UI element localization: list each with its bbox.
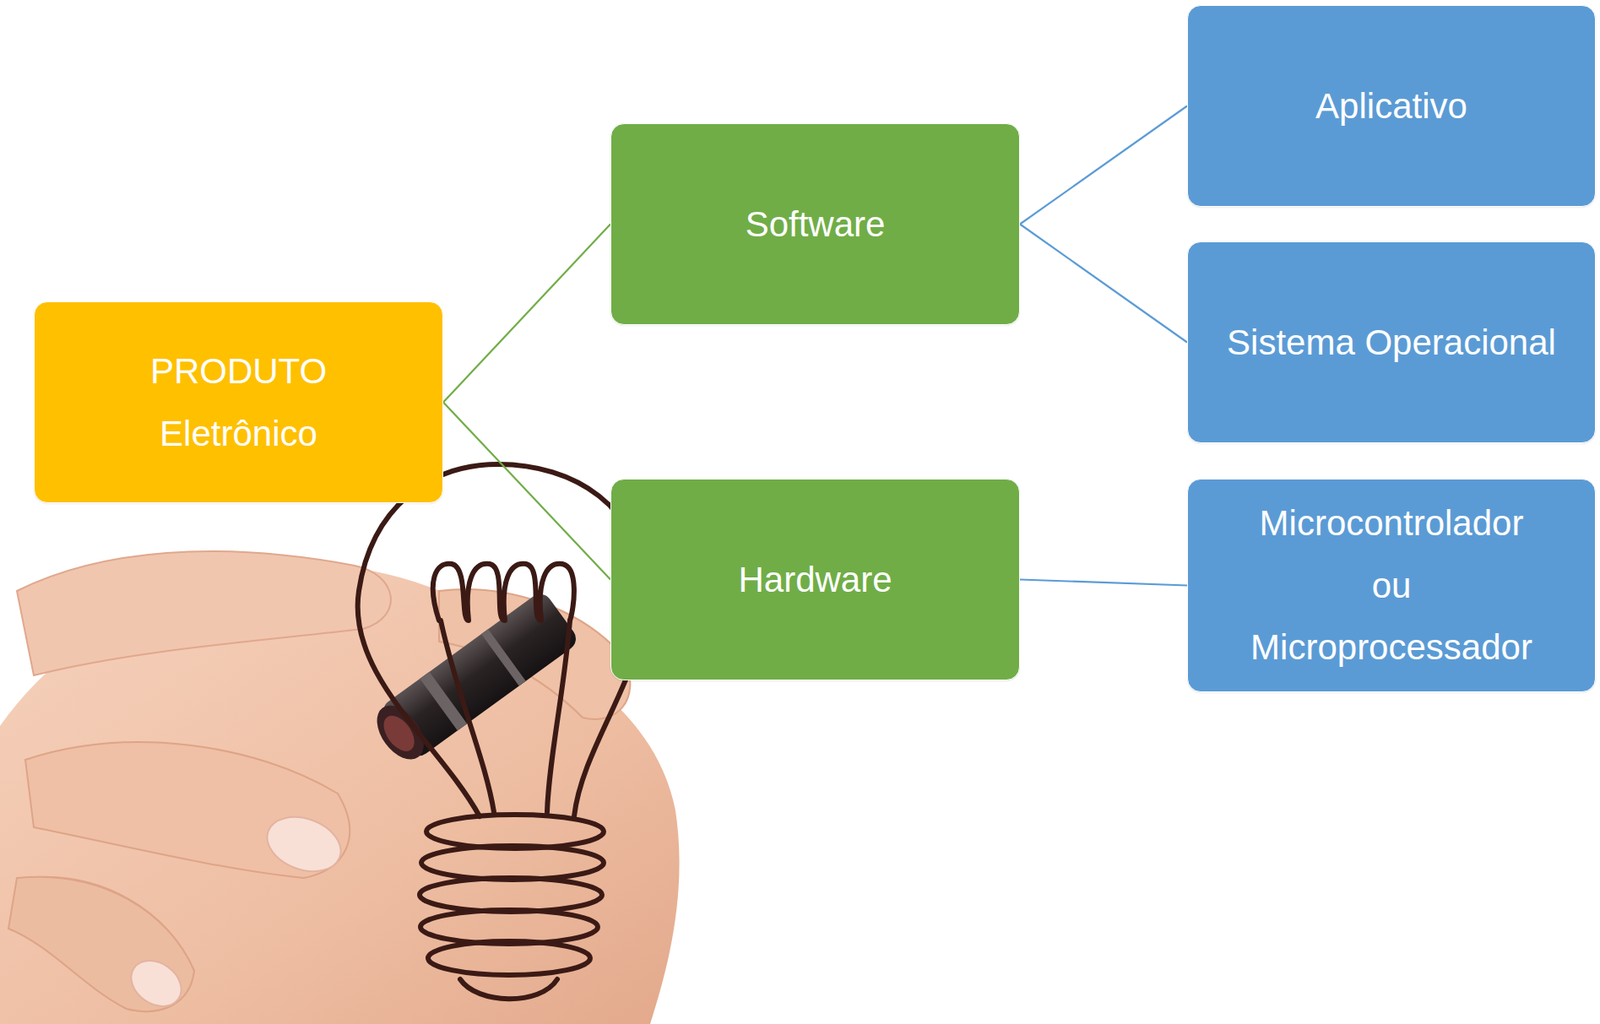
box-label: PRODUTO Eletrônico [150, 340, 327, 465]
box-label: Aplicativo [1315, 75, 1468, 138]
box-label: Hardware [737, 548, 892, 612]
component-box: Sistema Operacional [1187, 241, 1596, 444]
component-box: Aplicativo [1187, 5, 1596, 207]
category-box: Hardware [610, 478, 1020, 681]
box-label: Sistema Operacional [1226, 311, 1557, 375]
lightbulb-drawing [357, 464, 647, 999]
box-label: Software [745, 193, 886, 256]
component-box: Microcontrolador ou Microprocessador [1187, 478, 1596, 693]
hand [0, 551, 680, 1024]
connector-line [443, 224, 611, 403]
connector-line [1019, 580, 1188, 586]
product-box: PRODUTO Eletrônico [33, 301, 444, 504]
box-label: Microcontrolador ou Microprocessador [1250, 492, 1533, 679]
connector-line [1019, 224, 1188, 343]
connector-line [1019, 106, 1188, 225]
connector-line [443, 402, 611, 581]
category-box: Software [610, 123, 1020, 326]
